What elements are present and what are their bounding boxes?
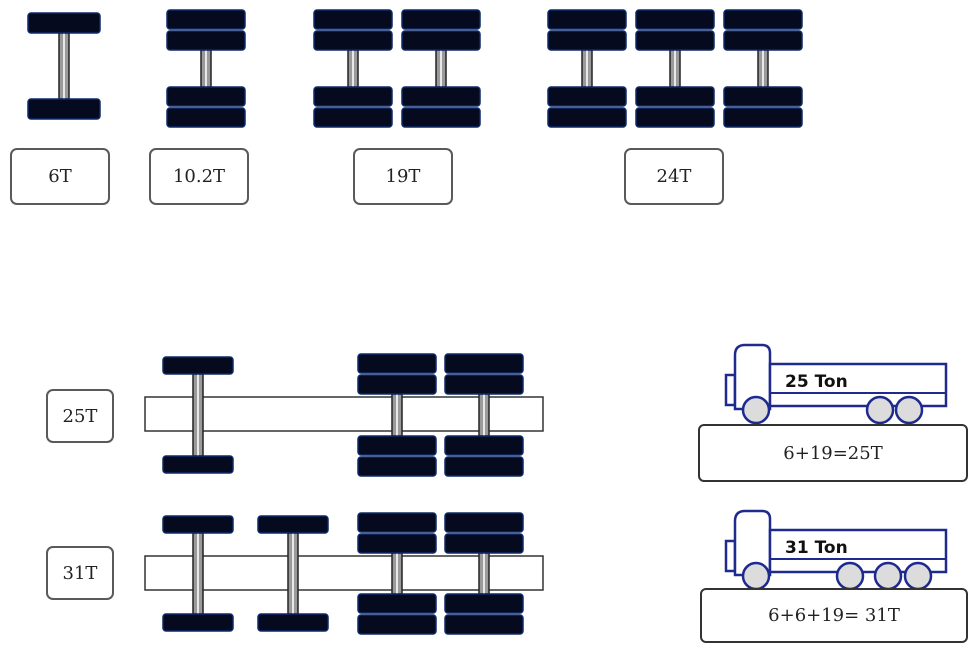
axle-10-2t-bottom-dual-tire-inner (166, 107, 246, 128)
axle-24t-middle-top-dual-tire-inner (635, 30, 715, 51)
chassis-frame-25t (144, 396, 544, 432)
truck-25-ton-cab (733, 343, 772, 411)
axle-10-2t-top-dual-tire-outer (166, 9, 246, 30)
config-31t-steer-axle-2-bottom-tire (257, 613, 329, 632)
truck-25-ton-wheel-2 (865, 395, 895, 425)
config-31t-tandem-rear-bottom-dual-tire-outer (444, 593, 524, 614)
axle-24t-front-bottom-dual-tire-inner (547, 107, 627, 128)
truck-25-ton: 25 Ton (724, 343, 948, 425)
truck-31-ton-wheel-4 (903, 561, 933, 591)
truck-31-ton-load-text: 31 Ton (785, 538, 848, 558)
axle-10-2t-bottom-dual-tire-outer (166, 86, 246, 107)
config-25t-tandem-rear-bottom-dual-tire-outer (444, 435, 524, 456)
axle-label-19t: 19T (353, 148, 453, 205)
config-25t-tandem-rear-top-dual-tire-outer (444, 353, 524, 374)
config-31t-tandem-front-top-dual-tire-outer (357, 512, 437, 533)
axle-10-2t-top-dual-tire-inner (166, 30, 246, 51)
axle-24t-rear-bottom-dual-tire-inner (723, 107, 803, 128)
axle-label-6t: 6T (10, 148, 110, 205)
config-25t-tandem-front-top-dual-tire-outer (357, 353, 437, 374)
truck-31-ton-wheel-3 (873, 561, 903, 591)
axle-24t-middle-bottom-dual-tire-outer (635, 86, 715, 107)
axle-19t-front-bottom-dual-tire-outer (313, 86, 393, 107)
axle-label-10-2t: 10.2T (149, 148, 249, 205)
axle-19t-rear-top-dual-tire-inner (401, 30, 481, 51)
config-25t-tandem-front-bottom-dual-tire-outer (357, 435, 437, 456)
config-25t-tandem-front-bottom-dual-tire-inner (357, 456, 437, 477)
axle-24t-rear-top-dual-tire-outer (723, 9, 803, 30)
config-25t-steer-axle-top-tire (162, 356, 234, 375)
chassis-frame-31t (144, 555, 544, 591)
axle-24t-front-top-dual-tire-inner (547, 30, 627, 51)
axle-6t-bottom-tire (27, 98, 101, 120)
config-25t-steer-axle-bottom-tire (162, 455, 234, 474)
config-31t-steer-axle-1-bottom-tire (162, 613, 234, 632)
axle-19t-front-top-dual-tire-outer (313, 9, 393, 30)
config-25t-tandem-rear-bottom-dual-tire-inner (444, 456, 524, 477)
axle-24t-front-top-dual-tire-outer (547, 9, 627, 30)
truck-2-formula-box: 6+6+19= 31T (700, 588, 968, 643)
config-label-31t: 31T (46, 546, 114, 600)
truck-1-formula-box: 6+19=25T (698, 424, 968, 482)
axle-6t-top-tire (27, 12, 101, 34)
truck-31-ton-bumper (724, 539, 737, 573)
axle-24t-rear-top-dual-tire-inner (723, 30, 803, 51)
truck-25-ton-bumper (724, 373, 737, 407)
truck-25-ton-load-text: 25 Ton (785, 372, 848, 392)
config-label-25t: 25T (46, 389, 114, 443)
config-25t-tandem-front-top-dual-tire-inner (357, 374, 437, 395)
config-31t-tandem-front-bottom-dual-tire-outer (357, 593, 437, 614)
axle-19t-front-top-dual-tire-inner (313, 30, 393, 51)
axle-24t-rear-bottom-dual-tire-outer (723, 86, 803, 107)
config-31t-steer-axle-2-top-tire (257, 515, 329, 534)
config-31t-tandem-rear-top-dual-tire-outer (444, 512, 524, 533)
config-31t-tandem-front-bottom-dual-tire-inner (357, 614, 437, 635)
truck-31-ton: 31 Ton (724, 509, 948, 591)
truck-25-ton-wheel-1 (741, 395, 771, 425)
axle-19t-rear-top-dual-tire-outer (401, 9, 481, 30)
truck-31-ton-cab (733, 509, 772, 577)
config-31t-tandem-rear-bottom-dual-tire-inner (444, 614, 524, 635)
axle-19t-rear-bottom-dual-tire-inner (401, 107, 481, 128)
config-25t-tandem-rear-top-dual-tire-inner (444, 374, 524, 395)
truck-31-ton-wheel-1 (741, 561, 771, 591)
axle-label-24t: 24T (624, 148, 724, 205)
axle-24t-front-bottom-dual-tire-outer (547, 86, 627, 107)
config-31t-steer-axle-1-top-tire (162, 515, 234, 534)
config-31t-tandem-front-top-dual-tire-inner (357, 533, 437, 554)
config-31t-tandem-rear-top-dual-tire-inner (444, 533, 524, 554)
axle-19t-rear-bottom-dual-tire-outer (401, 86, 481, 107)
axle-24t-middle-bottom-dual-tire-inner (635, 107, 715, 128)
truck-31-ton-wheel-2 (835, 561, 865, 591)
axle-19t-front-bottom-dual-tire-inner (313, 107, 393, 128)
truck-25-ton-wheel-3 (894, 395, 924, 425)
axle-24t-middle-top-dual-tire-outer (635, 9, 715, 30)
